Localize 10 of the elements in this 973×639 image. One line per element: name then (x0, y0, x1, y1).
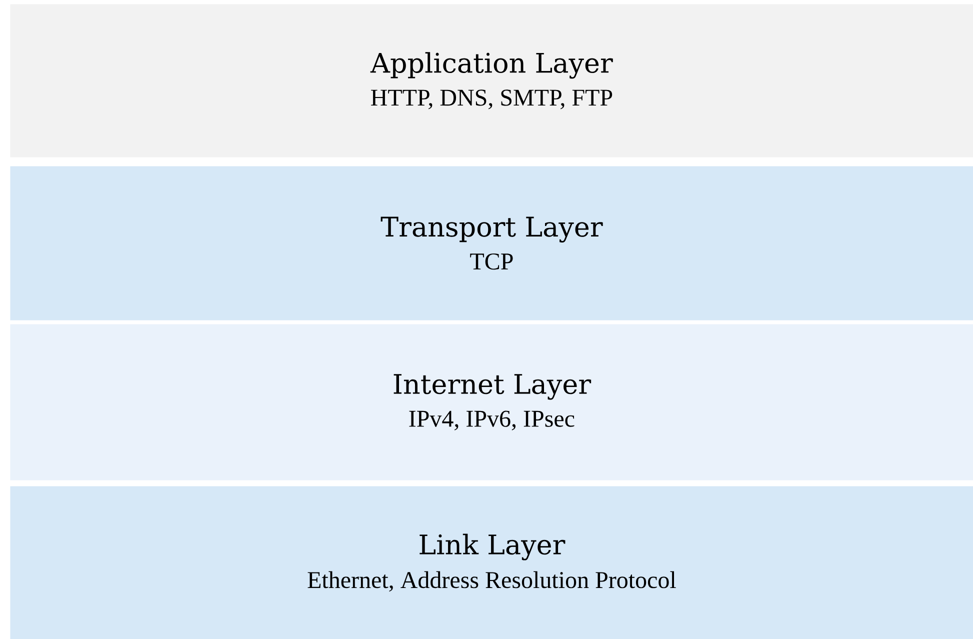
layer-band (10, 486, 973, 639)
layer-title: Link Layer (420, 534, 566, 560)
layer-title: Application Layer (370, 52, 613, 79)
layer-title: Transport Layer (380, 216, 603, 242)
protocol-list: HTTP, DNS, SMTP, FTP (371, 90, 612, 110)
protocol-list: IPv4, IPv6, IPsec (409, 410, 574, 430)
protocol-list: Ethernet, Address Resolution Protocol (308, 571, 676, 592)
protocol-list: TCP (470, 253, 513, 270)
layer-title: Internet Layer (394, 374, 592, 400)
layer-band (10, 166, 973, 320)
